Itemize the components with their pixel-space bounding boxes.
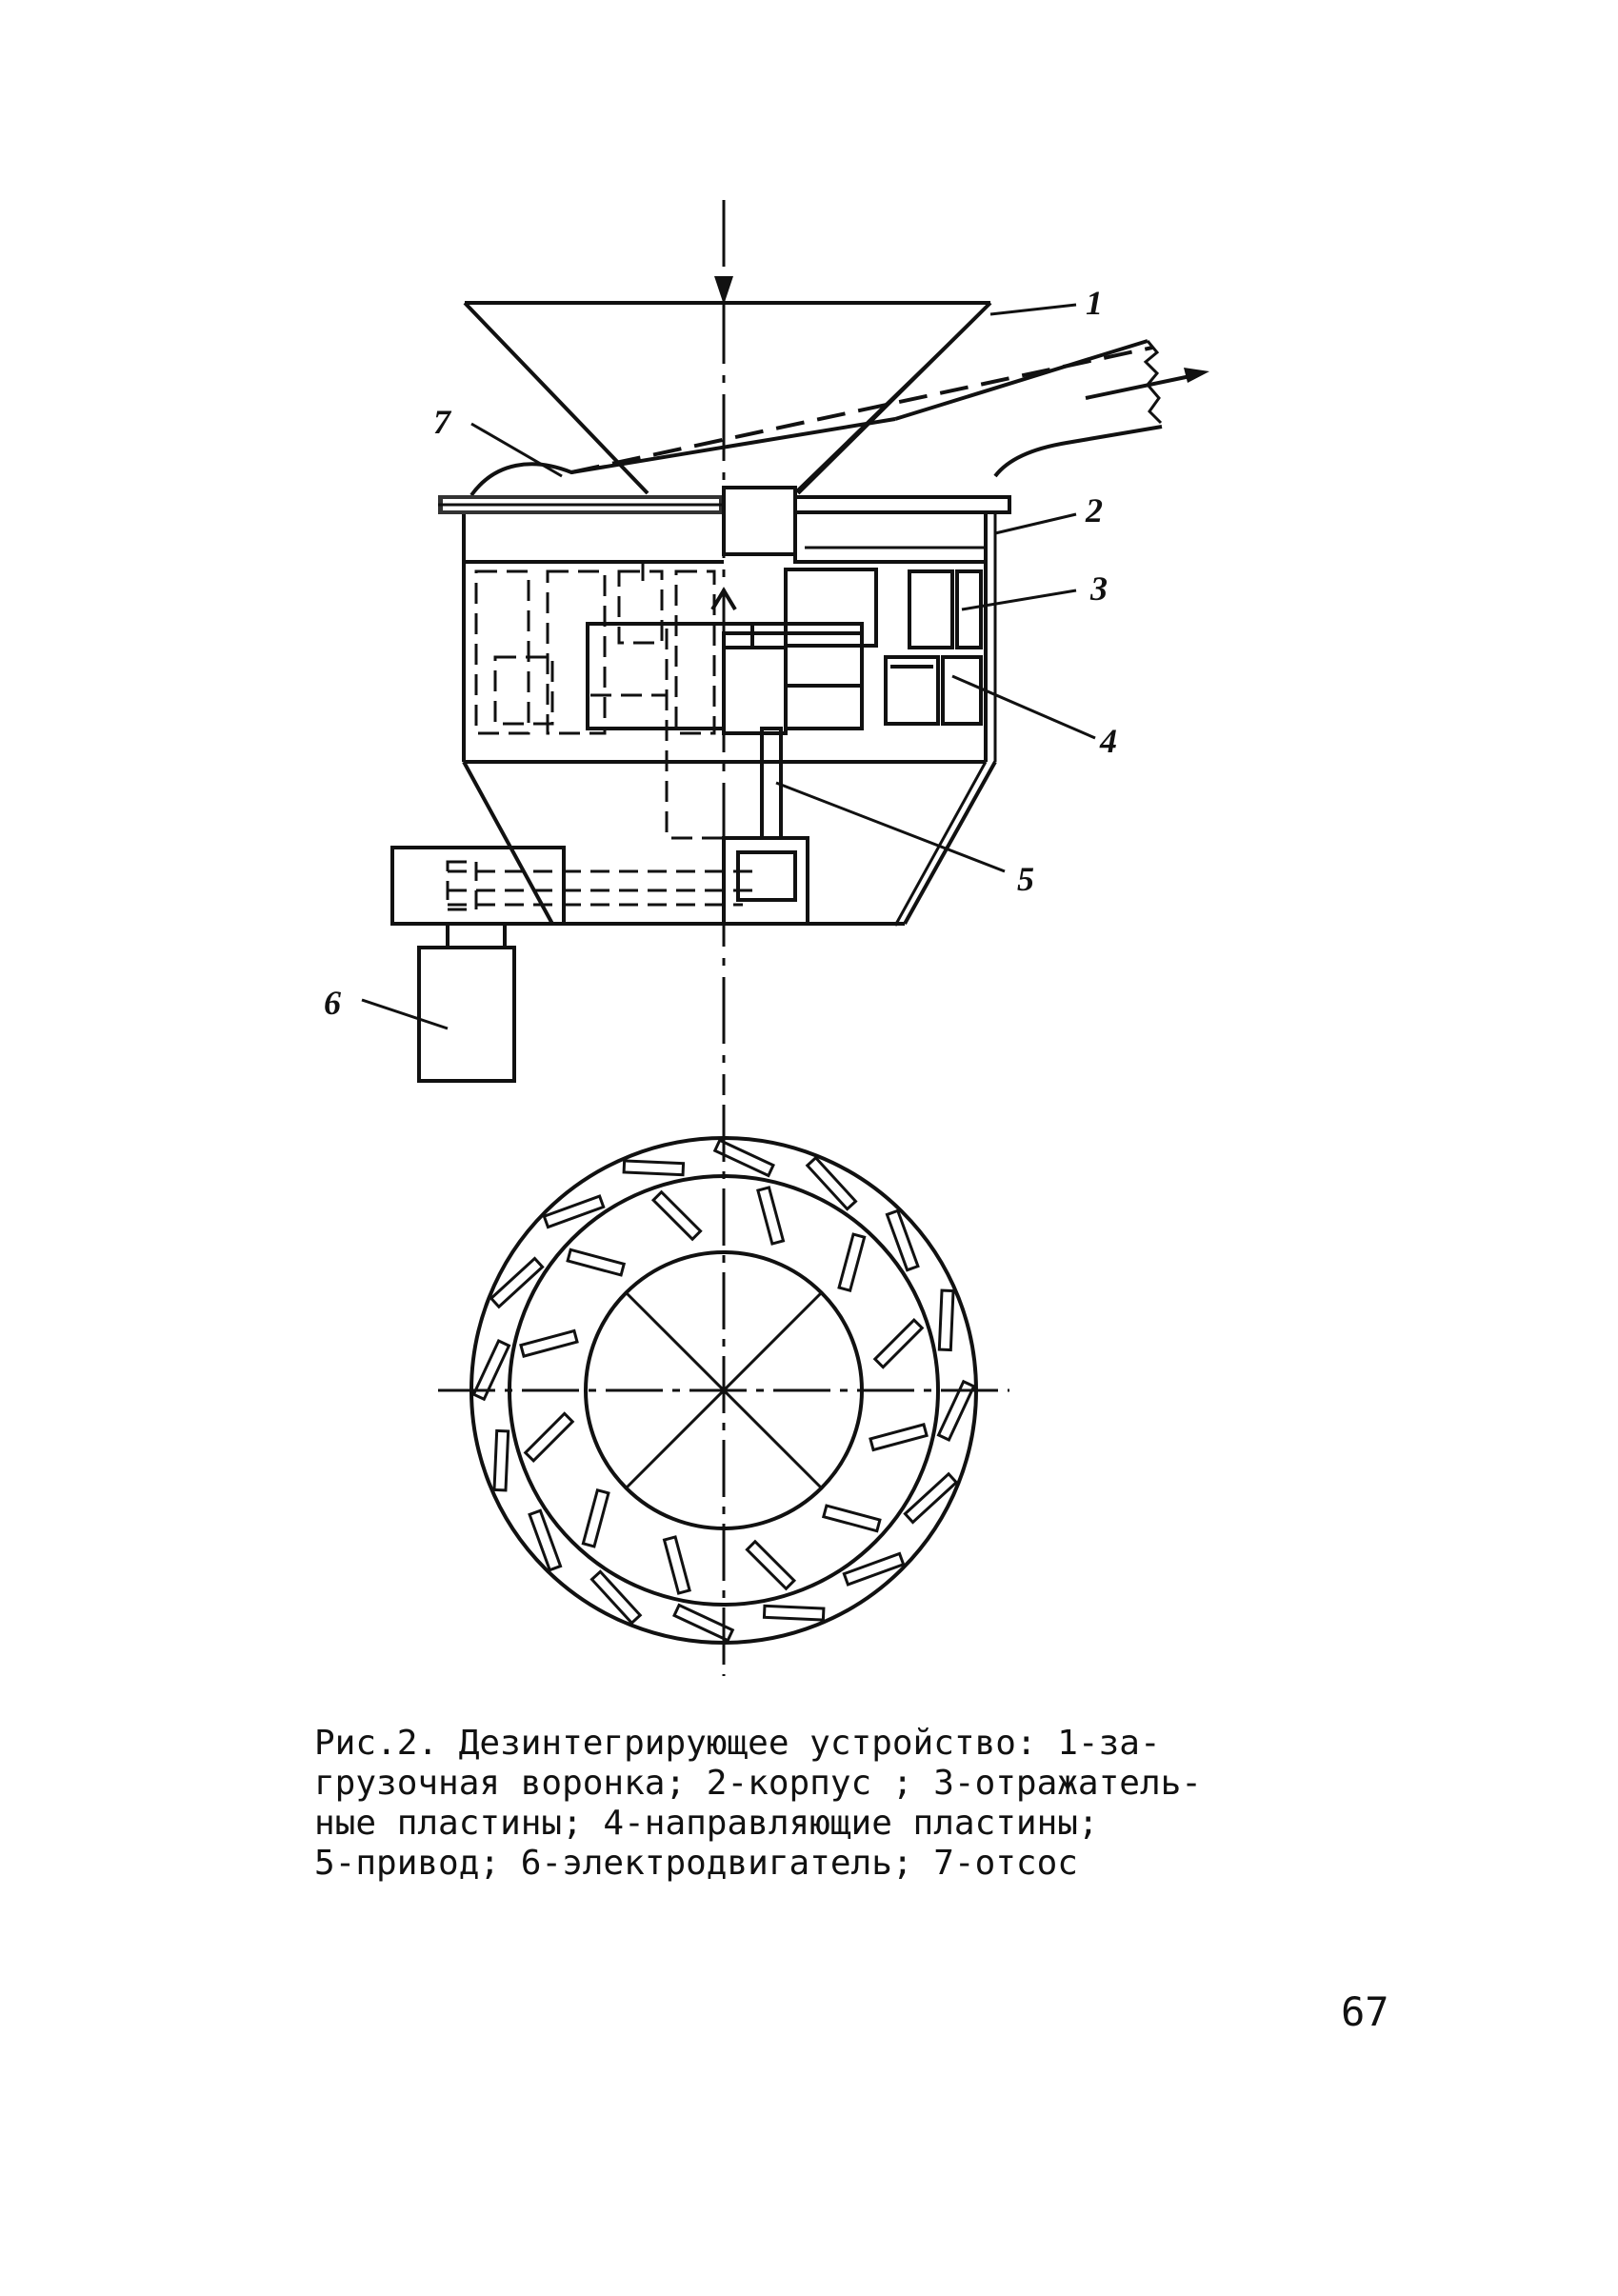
suction-duct (469, 339, 1209, 497)
guide-blades (519, 1186, 929, 1595)
reflector-plates (784, 568, 983, 649)
guide-blade (821, 1504, 882, 1533)
label-1: 1 (1086, 284, 1103, 322)
rotor-plan-view (438, 1105, 1009, 1676)
reflector-blade (622, 1159, 686, 1177)
top-cover-plate (438, 486, 1011, 556)
reflector-blade (805, 1155, 858, 1211)
guide-blade (566, 1248, 627, 1277)
guide-blade (519, 1328, 579, 1358)
reflector-blade (712, 1138, 775, 1178)
leader-lines (361, 303, 1096, 1030)
label-7: 7 (433, 403, 452, 441)
electric-motor (417, 946, 516, 1083)
reflector-blade (492, 1428, 510, 1492)
housing (462, 512, 997, 764)
page-number: 67 (1341, 1988, 1389, 2035)
rotor-assembly (586, 587, 864, 735)
caption-line: ные пластины; 4-направляющие пластины; (314, 1804, 1099, 1843)
guide-blade (756, 1186, 786, 1246)
reflector-blade (489, 1256, 545, 1309)
input-arrow (714, 276, 733, 305)
label-3: 3 (1089, 569, 1108, 608)
guide-blade (869, 1423, 929, 1452)
label-4: 4 (1099, 722, 1117, 760)
label-5: 5 (1017, 860, 1034, 898)
guide-blade (662, 1535, 691, 1595)
guide-blade (837, 1232, 867, 1293)
guide-blade (581, 1487, 610, 1548)
caption-line: Рис.2. Дезинтегрирующее устройство: 1-за… (314, 1724, 1161, 1763)
caption-line: грузочная воронка; 2-корпус ; 3-отражате… (314, 1764, 1202, 1803)
label-6: 6 (324, 984, 341, 1022)
reflector-blades (471, 1138, 976, 1643)
figure-caption: Рис.2. Дезинтегрирующее устройство: 1-за… (314, 1724, 1295, 1884)
caption-line: 5-привод; 6-электродвигатель; 7-отсос (314, 1844, 1078, 1883)
guide-plates (884, 655, 983, 726)
guide-blade (523, 1411, 575, 1464)
reflector-blade (903, 1471, 959, 1525)
reflector-blade (937, 1288, 955, 1352)
guide-blade (872, 1317, 925, 1369)
guide-blade (745, 1539, 797, 1591)
guide-blade (650, 1189, 703, 1242)
label-2: 2 (1085, 491, 1103, 529)
reflector-blade (885, 1208, 920, 1272)
reflector-blade (672, 1603, 735, 1643)
reflector-blade (936, 1379, 976, 1442)
reflector-blade (842, 1551, 906, 1587)
hidden-lines (474, 562, 743, 840)
reflector-blade (471, 1339, 511, 1402)
reflector-blade (542, 1194, 606, 1229)
reflector-blade (762, 1604, 826, 1622)
reflector-blade (528, 1508, 563, 1572)
lower-cone (462, 761, 997, 927)
reflector-blade (589, 1569, 643, 1626)
